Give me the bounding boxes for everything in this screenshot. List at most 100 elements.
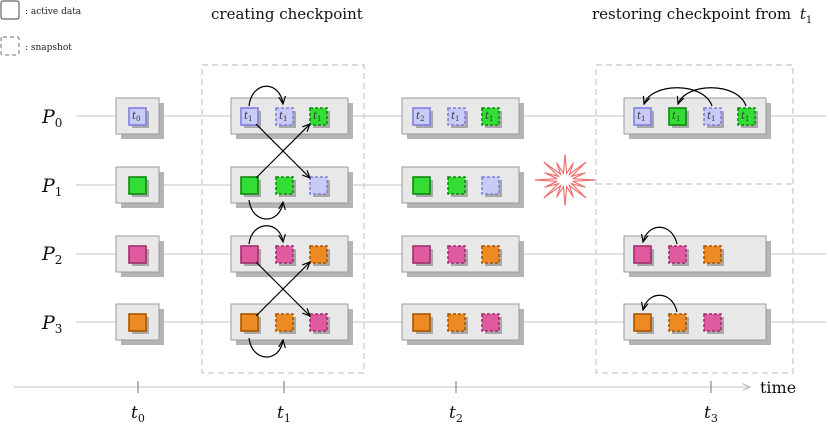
timeline-tick-label-t1: t1 (277, 403, 291, 425)
process-label-p1: P1 (41, 175, 62, 199)
state-box-c0-p3 (115, 303, 164, 345)
state-box-c3-p2 (623, 235, 771, 277)
cross-arrow-p3-to-p2 (255, 262, 310, 317)
copy-arrow-p3 (248, 337, 283, 358)
snapshot-square (275, 107, 294, 126)
state-box-c1-p1 (230, 166, 353, 208)
legend-snapshot-swatch (0, 36, 20, 56)
snapshot-square (447, 107, 466, 126)
restore-arrow-p0-blue (644, 87, 713, 107)
square-label: t1 (244, 111, 253, 123)
state-box-c1-p0: t1 t1 t1 (230, 97, 353, 139)
timeline-tick-label-t0: t0 (131, 403, 145, 425)
header-restoring-var: t (800, 5, 807, 23)
legend: : active data : snapshot (0, 0, 82, 56)
state-box-c3-p3 (623, 303, 771, 345)
state-box-c3-p0: t1 t1 t1 t1 (623, 97, 771, 139)
process-label-p3: P3 (41, 312, 62, 336)
state-box-c1-p2 (230, 235, 353, 277)
snapshot-square (309, 313, 328, 332)
snapshot-square (668, 245, 687, 264)
square-label: t1 (451, 111, 460, 123)
timeline-axis-label: time (760, 378, 796, 397)
header-restoring-prefix: restoring checkpoint from (592, 5, 791, 23)
legend-snapshot-label: : snapshot (25, 43, 72, 53)
header-restoring-checkpoint: restoring checkpoint from t1 (592, 5, 812, 26)
active-data-square (633, 245, 652, 264)
timeline: time t0 t1 t2 t3 (14, 378, 796, 425)
active-data-square (128, 313, 147, 332)
square-label: t0 (132, 111, 141, 123)
legend-active-label: : active data (25, 7, 82, 17)
state-box-c2-p3 (401, 303, 524, 345)
active-data-square (128, 245, 147, 264)
snapshot-square (275, 313, 294, 332)
active-data-square (240, 107, 259, 126)
state-box-c2-p2 (401, 235, 524, 277)
snapshot-square (481, 313, 500, 332)
active-data-square (240, 313, 259, 332)
snapshot-square (481, 176, 500, 195)
restoring-region (595, 64, 794, 374)
data-arrows (248, 85, 747, 358)
failure-burst-icon (534, 154, 596, 206)
square-label: t1 (672, 111, 681, 123)
state-box-c2-p0: t2 t1 t1 (401, 97, 524, 139)
snapshot-square (275, 245, 294, 264)
copy-arrow-p2 (248, 225, 283, 245)
square-label: t2 (416, 111, 425, 123)
snapshot-square (703, 245, 722, 264)
state-boxes: t0 t1 t1 t1 t2 t1 t1 t1 t1 t1 t1 (115, 97, 771, 345)
snapshot-square (481, 245, 500, 264)
process-labels: P0 P1 P2 P3 (41, 106, 62, 336)
snapshot-square (703, 107, 722, 126)
state-box-c0-p1 (115, 166, 164, 208)
square-label: t1 (485, 111, 494, 123)
active-data-square (412, 176, 431, 195)
active-data-square (633, 107, 652, 126)
process-label-p0: P0 (41, 106, 62, 130)
snapshot-square (447, 313, 466, 332)
square-label: t1 (279, 111, 288, 123)
snapshot-square (703, 313, 722, 332)
square-label: t1 (707, 111, 716, 123)
copy-arrow-p0 (248, 85, 283, 107)
active-data-square (240, 245, 259, 264)
process-lines (76, 115, 826, 323)
active-data-square (128, 107, 147, 126)
copy-arrow-p1 (248, 199, 283, 220)
active-data-square (668, 107, 687, 126)
square-label: t1 (637, 111, 646, 123)
square-label: t1 (741, 111, 750, 123)
process-label-p2: P2 (41, 243, 62, 267)
active-data-square (240, 176, 259, 195)
active-data-square (128, 176, 147, 195)
snapshot-square (481, 107, 500, 126)
restore-arrow-p2 (643, 226, 678, 245)
timeline-tick-label-t3: t3 (704, 403, 718, 425)
snapshot-square (309, 245, 328, 264)
state-box-c0-p2 (115, 235, 164, 277)
active-data-square (633, 313, 652, 332)
cross-arrow-p1-to-p0 (255, 124, 310, 179)
creating-region (201, 64, 365, 374)
active-data-square (412, 313, 431, 332)
snapshot-square (309, 107, 328, 126)
active-data-square (412, 107, 431, 126)
header-creating-checkpoint: creating checkpoint (211, 5, 363, 23)
state-box-c0-p0: t0 (115, 97, 164, 139)
legend-active-swatch (0, 0, 20, 20)
snapshot-square (668, 313, 687, 332)
state-box-c1-p3 (230, 303, 353, 345)
snapshot-square (447, 176, 466, 195)
snapshot-square (737, 107, 756, 126)
timeline-tick-label-t2: t2 (449, 403, 463, 425)
square-label: t1 (313, 111, 322, 123)
state-box-c2-p1 (401, 166, 524, 208)
snapshot-square (447, 245, 466, 264)
active-data-square (412, 245, 431, 264)
restore-arrow-p3 (643, 294, 678, 313)
snapshot-square (275, 176, 294, 195)
snapshot-square (309, 176, 328, 195)
